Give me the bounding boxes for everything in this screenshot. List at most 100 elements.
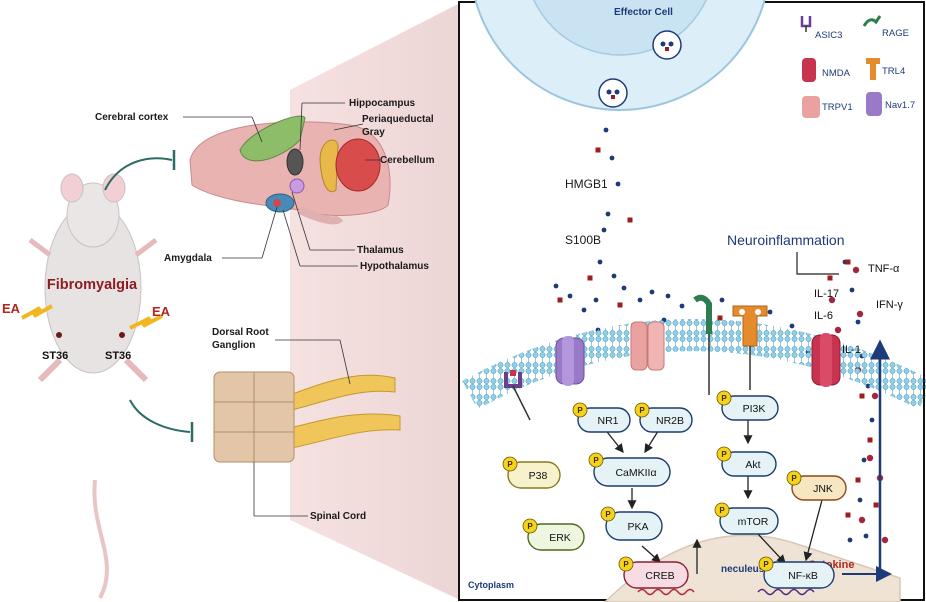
s100b-particle [609,155,615,161]
s100b-particle [855,319,861,325]
s100b-particle [649,289,655,295]
hmgb1-particle [557,297,563,303]
phospho-icon [714,502,730,518]
s100b-particle [847,537,853,543]
neuroinflammation-leader [796,252,839,275]
cytokine-particle [852,266,860,274]
label-hippocampus: Hippocampus [349,98,416,109]
s100b-particle [567,293,573,299]
hmgb1-particle [855,477,861,483]
s100b-particle [789,323,795,329]
s100b-particle [719,297,725,303]
phospho-icon [618,556,634,572]
brain-illustration [189,115,391,225]
legend-asic3: ASIC3 [815,30,842,41]
lightning-icon [21,304,53,320]
phospho-icon [588,452,604,468]
s100b-particle [857,497,863,503]
s100b-particle [581,307,587,313]
cytokine-particle [866,454,874,462]
s100b-particle [863,533,869,539]
cell-membrane [462,319,926,410]
hmgb1-particle [717,315,723,321]
vesicle-icon [598,78,628,108]
cytokine-particle [856,310,864,318]
label-gray: Gray [362,127,385,138]
s100b-particle [601,227,607,233]
label-amygdala: Amygdala [164,253,212,264]
cytokine-particle [881,536,889,544]
label-ganglion: Ganglion [212,340,255,351]
phospho-icon [572,402,588,418]
hmgb1-particle [627,217,633,223]
st36-left-label: ST36 [42,350,68,362]
node-label-nr2b: NR2B [656,415,684,427]
phospho-icon [634,402,650,418]
label-dorsal-root: Dorsal Root [212,327,269,338]
neuroinflammation-label: Neuroinflammation [727,232,845,248]
cytokine-ifn-label: IFN-γ [876,299,903,311]
phospho-tag: P [721,394,727,403]
phospho-tag: P [763,560,769,569]
node-label-nr1: NR1 [597,415,618,427]
hmgb1-particle [859,393,865,399]
legend-rage: RAGE [882,28,909,39]
cytokine-particle [828,296,836,304]
s100b-particle [615,181,621,187]
tlr4-receptor [732,305,768,390]
s100b-particle [861,457,867,463]
acupoint-right [119,332,125,338]
trpv1-icon [802,96,820,118]
phospho-tag: P [623,560,629,569]
s100b-particle [553,283,559,289]
cytokine-particle [858,516,866,524]
phospho-tag: P [791,474,797,483]
label-cerebral-cortex: Cerebral cortex [95,112,169,123]
s100b-particle [611,273,617,279]
asic3-receptor [504,370,531,421]
dna-icon [637,588,695,596]
node-pi3k: PI3K P [716,390,779,421]
label-spinal-cord: Spinal Cord [310,511,366,522]
node-label-mtor: mTOR [738,516,769,528]
s100b-particle [621,285,627,291]
node-nfkb: NF-κB P [758,556,835,589]
s100b-particle [849,287,855,293]
cytokine-il6-label: IL-6 [814,310,833,322]
node-label-nfkb: NF-κB [788,570,818,582]
inhibit-arc-spine [129,399,191,433]
node-label-p38: P38 [529,470,548,482]
hmgb1-particle [867,437,873,443]
node-label-pka: PKA [627,521,648,533]
hmgb1-particle [827,275,833,281]
cytokine-particle [834,326,842,334]
rage-receptor [693,294,712,395]
node-jnk: JNK P [786,470,847,501]
node-label-creb: CREB [645,570,674,582]
nmda-icon [802,58,816,82]
inhibit-arc-brain [104,157,173,191]
spinal-cord-illustration [213,371,401,463]
s100b-particle [869,417,875,423]
s100b-particle [603,127,609,133]
s100b-label: S100B [565,233,601,247]
s100b-particle [597,259,603,265]
node-label-pi3k: PI3K [743,403,766,415]
hmgb1-particle [845,512,851,518]
node-creb: CREB P [618,556,689,589]
s100b-particle [637,297,643,303]
legend-nmda: NMDA [822,68,851,79]
s100b-particle [767,309,773,315]
effector-cell-label: Effector Cell [614,7,673,18]
ea-right-label: EA [152,304,171,319]
node-label-jnk: JNK [813,483,833,495]
nmda-receptor [811,333,841,387]
